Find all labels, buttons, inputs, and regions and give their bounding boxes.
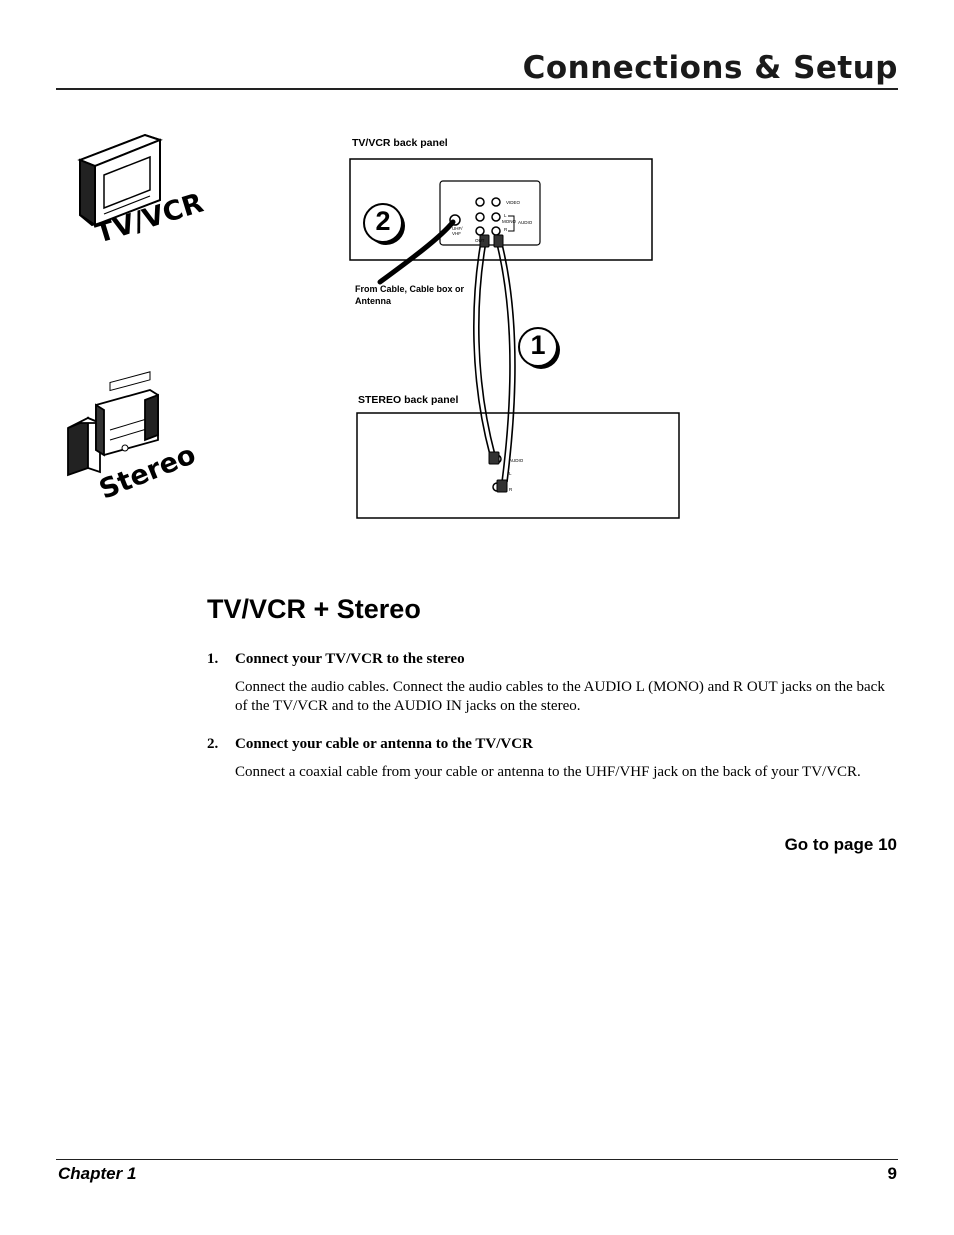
step-marker-1-number: 1: [530, 330, 546, 360]
step-body: Connect the audio cables. Connect the au…: [235, 679, 885, 714]
step-body: Connect a coaxial cable from your cable …: [235, 764, 861, 780]
go-to-page-link[interactable]: Go to page 10: [784, 835, 897, 854]
header-divider: [56, 88, 898, 90]
stereo-jack-label-l: L: [509, 471, 512, 476]
stereo-jack-label-audio: AUDIO: [509, 458, 524, 463]
jack-label-l: L: [504, 213, 507, 218]
tvvcr-panel-label: TV/VCR back panel: [352, 137, 448, 149]
instruction-step-1: 1. Connect your TV/VCR to the stereo Conn…: [207, 651, 897, 715]
cable-plugs: [479, 234, 508, 493]
stereo-panel-label: STEREO back panel: [358, 394, 459, 406]
jack-label-video: VIDEO: [506, 200, 521, 205]
step-heading: 2. Connect your cable or antenna to the T…: [207, 736, 897, 753]
jack-label-audio: AUDIO: [518, 220, 533, 225]
footer-chapter: Chapter 1: [58, 1164, 137, 1183]
jack-label-vhf: VHF: [452, 231, 461, 236]
tvvcr-jack-plate: [439, 180, 541, 246]
audio-cables: [473, 235, 516, 483]
instruction-step-2: 2. Connect your cable or antenna to the T…: [207, 736, 897, 782]
stereo-jack-label-r: R: [509, 487, 513, 492]
coaxial-cable: [377, 219, 456, 285]
step-marker-2: [363, 203, 405, 245]
step-marker-1: [518, 327, 560, 369]
stereo-back-panel: [356, 412, 680, 519]
jack-label-mono: MONO: [502, 219, 516, 224]
step-heading-text: Connect your cable or antenna to the TV/…: [235, 736, 533, 752]
footer-page-number: 9: [887, 1164, 897, 1183]
step-heading-text: Connect your TV/VCR to the stereo: [235, 651, 465, 667]
page-header-title: Connections & Setup: [522, 50, 898, 86]
jack-label-uhf: UHF/: [452, 226, 463, 231]
step-heading: 1. Connect your TV/VCR to the stereo: [207, 651, 897, 668]
step-number: 1.: [207, 651, 219, 667]
step-number: 2.: [207, 736, 219, 752]
tv-icon: [77, 133, 163, 227]
jack-label-r: R: [504, 227, 508, 232]
connection-diagram: [67, 133, 680, 519]
section-title: TV/VCR + Stereo: [207, 594, 421, 624]
step-marker-2-number: 2: [375, 206, 391, 236]
stereo-icon: [67, 371, 159, 477]
footer-divider: [56, 1159, 898, 1160]
jack-label-out: OUT: [475, 238, 485, 243]
tvvcr-jacks: [449, 197, 501, 236]
from-cable-label: From Cable, Cable box or Antenna: [355, 284, 465, 306]
